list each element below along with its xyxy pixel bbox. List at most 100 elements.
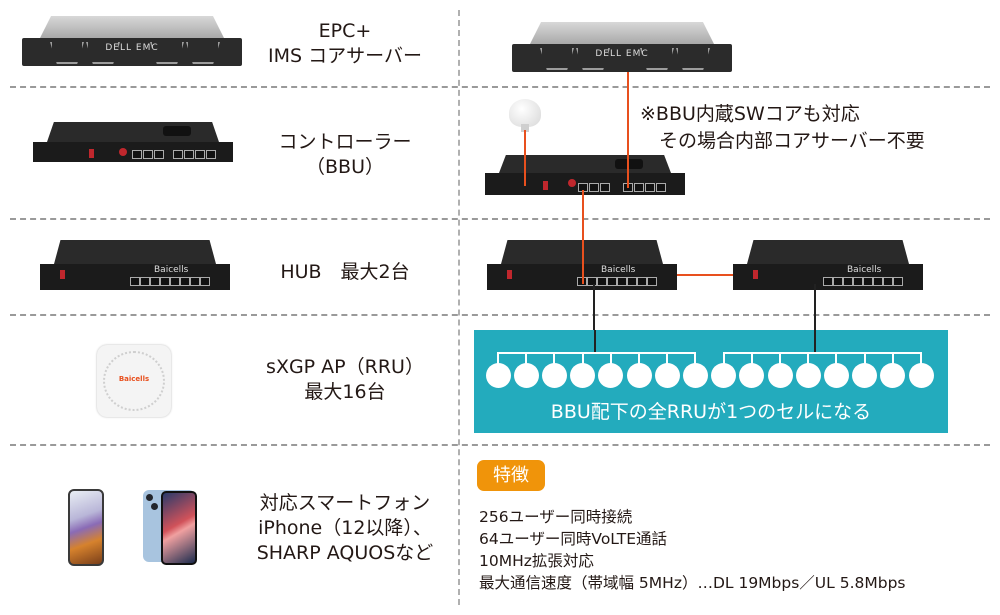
- cable-core-to-bbu: [627, 65, 629, 187]
- cable-hub-to-hub: [677, 274, 733, 276]
- port: [195, 150, 205, 159]
- server-front: [512, 44, 732, 72]
- rru-branch-bar: [498, 352, 696, 354]
- cable-bbu-to-hub: [582, 190, 584, 285]
- label-line: （BBU）: [306, 156, 384, 178]
- rru-node: [570, 362, 596, 388]
- port: [833, 277, 843, 286]
- port: [893, 277, 903, 286]
- port: [170, 277, 180, 286]
- port: [160, 277, 170, 286]
- features-list: 256ユーザー同時接続 64ユーザー同時VoLTE通話 10MHz拡張対応 最大…: [479, 506, 906, 594]
- label-line: 対応スマートフォン: [259, 492, 431, 514]
- rru-node: [823, 362, 849, 388]
- hub-feed-line: [814, 330, 816, 352]
- power-switch: [753, 270, 758, 279]
- port: [600, 183, 610, 192]
- reset-button: [568, 179, 576, 187]
- port: [645, 183, 655, 192]
- box-top: [747, 240, 909, 264]
- hub-image: Baicells: [40, 240, 230, 292]
- rru-node: [711, 362, 737, 388]
- box-top: [54, 240, 216, 264]
- port: [597, 277, 607, 286]
- rru-node: [880, 362, 906, 388]
- label-line: EPC+: [318, 20, 372, 42]
- port: [647, 277, 657, 286]
- port: [587, 277, 597, 286]
- power-switch: [507, 270, 512, 279]
- ap-brand: Baicells: [118, 375, 150, 383]
- gps-antenna-icon: [509, 99, 541, 127]
- camera-lens: [146, 494, 153, 501]
- core-note: ※BBU内蔵SWコアも対応 その場合内部コアサーバー不要: [640, 101, 925, 155]
- feature-item: 64ユーザー同時VoLTE通話: [479, 530, 668, 548]
- feature-item: 最大通信速度（帯域幅 5MHz）…DL 19Mbps／UL 5.8Mbps: [479, 574, 906, 592]
- server-brand: DELL EMC: [595, 49, 649, 59]
- port: [143, 150, 153, 159]
- features-badge: 特徴: [477, 460, 545, 491]
- port: [617, 277, 627, 286]
- cell-caption: BBU配下の全RRUが1つのセルになる: [550, 401, 872, 423]
- label-line: sXGP AP（RRU）: [266, 356, 424, 378]
- port: [180, 277, 190, 286]
- rru-node: [739, 362, 765, 388]
- cable-hub2-to-rru: [814, 284, 816, 336]
- rru-node: [513, 362, 539, 388]
- power-switch: [89, 149, 94, 158]
- row-label-rru: sXGP AP（RRU） 最大16台: [240, 355, 450, 405]
- port: [823, 277, 833, 286]
- port: [190, 277, 200, 286]
- port: [853, 277, 863, 286]
- port: [130, 277, 140, 286]
- row-divider: [10, 314, 990, 316]
- rru-node: [654, 362, 680, 388]
- reset-button: [119, 148, 127, 156]
- port: [140, 277, 150, 286]
- rru-branch-bar: [723, 352, 921, 354]
- row-label-bbu: コントローラー （BBU）: [240, 130, 450, 180]
- camera-lens: [151, 503, 158, 510]
- port: [634, 183, 644, 192]
- rru-node: [767, 362, 793, 388]
- row-divider: [10, 444, 990, 446]
- port: [184, 150, 194, 159]
- fan: [615, 159, 643, 169]
- label-line: HUB 最大2台: [280, 261, 410, 283]
- row-divider: [10, 86, 990, 88]
- row-label-core: EPC+ IMS コアサーバー: [240, 19, 450, 69]
- port: [206, 150, 216, 159]
- hub-brand: Baicells: [154, 265, 189, 275]
- port: [607, 277, 617, 286]
- label-line: 最大16台: [304, 381, 386, 403]
- column-divider: [458, 10, 460, 605]
- server-top: [530, 22, 714, 44]
- server-front: [22, 38, 242, 66]
- note-line: ※BBU内蔵SWコアも対応: [640, 103, 860, 125]
- label-line: IMS コアサーバー: [268, 45, 422, 67]
- rru-node: [908, 362, 934, 388]
- label-line: iPhone（12以降）、: [258, 517, 432, 539]
- iphone-image: [143, 490, 197, 565]
- port: [637, 277, 647, 286]
- hub-brand: Baicells: [601, 265, 636, 275]
- port: [873, 277, 883, 286]
- cable-gps-to-bbu: [524, 130, 526, 186]
- access-point-image: Baicells: [97, 345, 171, 417]
- rru-node: [682, 362, 708, 388]
- cell-panel: BBU配下の全RRUが1つのセルになる: [474, 330, 948, 433]
- android-phone-image: [68, 489, 104, 566]
- hub-brand: Baicells: [847, 265, 882, 275]
- rru-node: [626, 362, 652, 388]
- label-line: コントローラー: [278, 131, 412, 153]
- speaker-ring: [103, 351, 165, 411]
- port: [200, 277, 210, 286]
- port: [173, 150, 183, 159]
- note-line: その場合内部コアサーバー不要: [640, 130, 925, 152]
- bbu-image: [33, 122, 233, 164]
- rru-node: [485, 362, 511, 388]
- fan: [163, 126, 191, 136]
- feature-item: 10MHz拡張対応: [479, 552, 594, 570]
- hub-feed-line: [594, 330, 596, 352]
- rru-node: [852, 362, 878, 388]
